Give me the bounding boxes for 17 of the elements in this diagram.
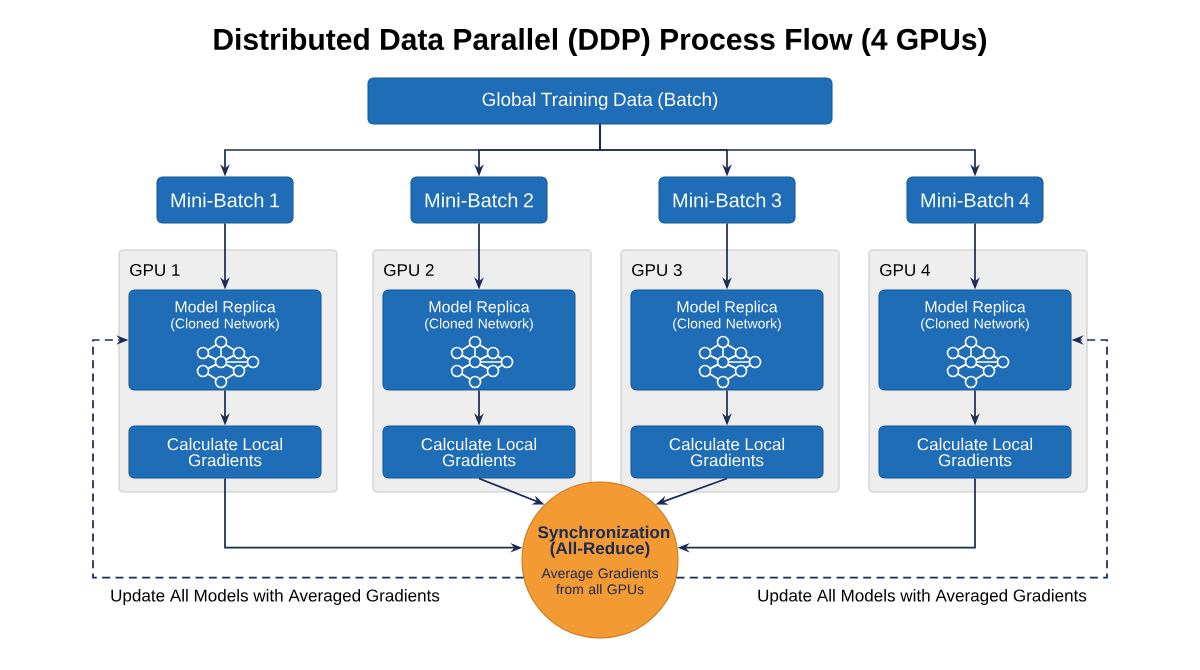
title: Distributed Data Parallel (DDP) Process Flow (4 GPUs) <box>214 28 987 56</box>
process-box: Calculate Local Gradients <box>878 425 1072 479</box>
arrow <box>92 335 525 579</box>
data-box: Global Training Data (Batch) <box>367 77 833 125</box>
edge-label: Update All Models with Averaged Gradients <box>107 586 443 608</box>
mini-batch-box: Mini-Batch 1 <box>156 176 294 224</box>
mini-batch-box: Mini-Batch 3 <box>658 176 796 224</box>
model-box: Model Replica (Cloned Network) <box>878 289 1072 391</box>
model-box: Model Replica (Cloned Network) <box>128 289 322 391</box>
edge-label: Update All Models with Averaged Gradients <box>754 586 1090 608</box>
model-box: Model Replica (Cloned Network) <box>630 289 824 391</box>
process-box: Calculate Local Gradients <box>630 425 824 479</box>
model-box: Model Replica (Cloned Network) <box>382 289 576 391</box>
mini-batch-box: Mini-Batch 2 <box>410 176 548 224</box>
process-box: Calculate Local Gradients <box>382 425 576 479</box>
mini-batch-box: Mini-Batch 4 <box>906 176 1044 224</box>
process-box: Calculate Local Gradients <box>128 425 322 479</box>
